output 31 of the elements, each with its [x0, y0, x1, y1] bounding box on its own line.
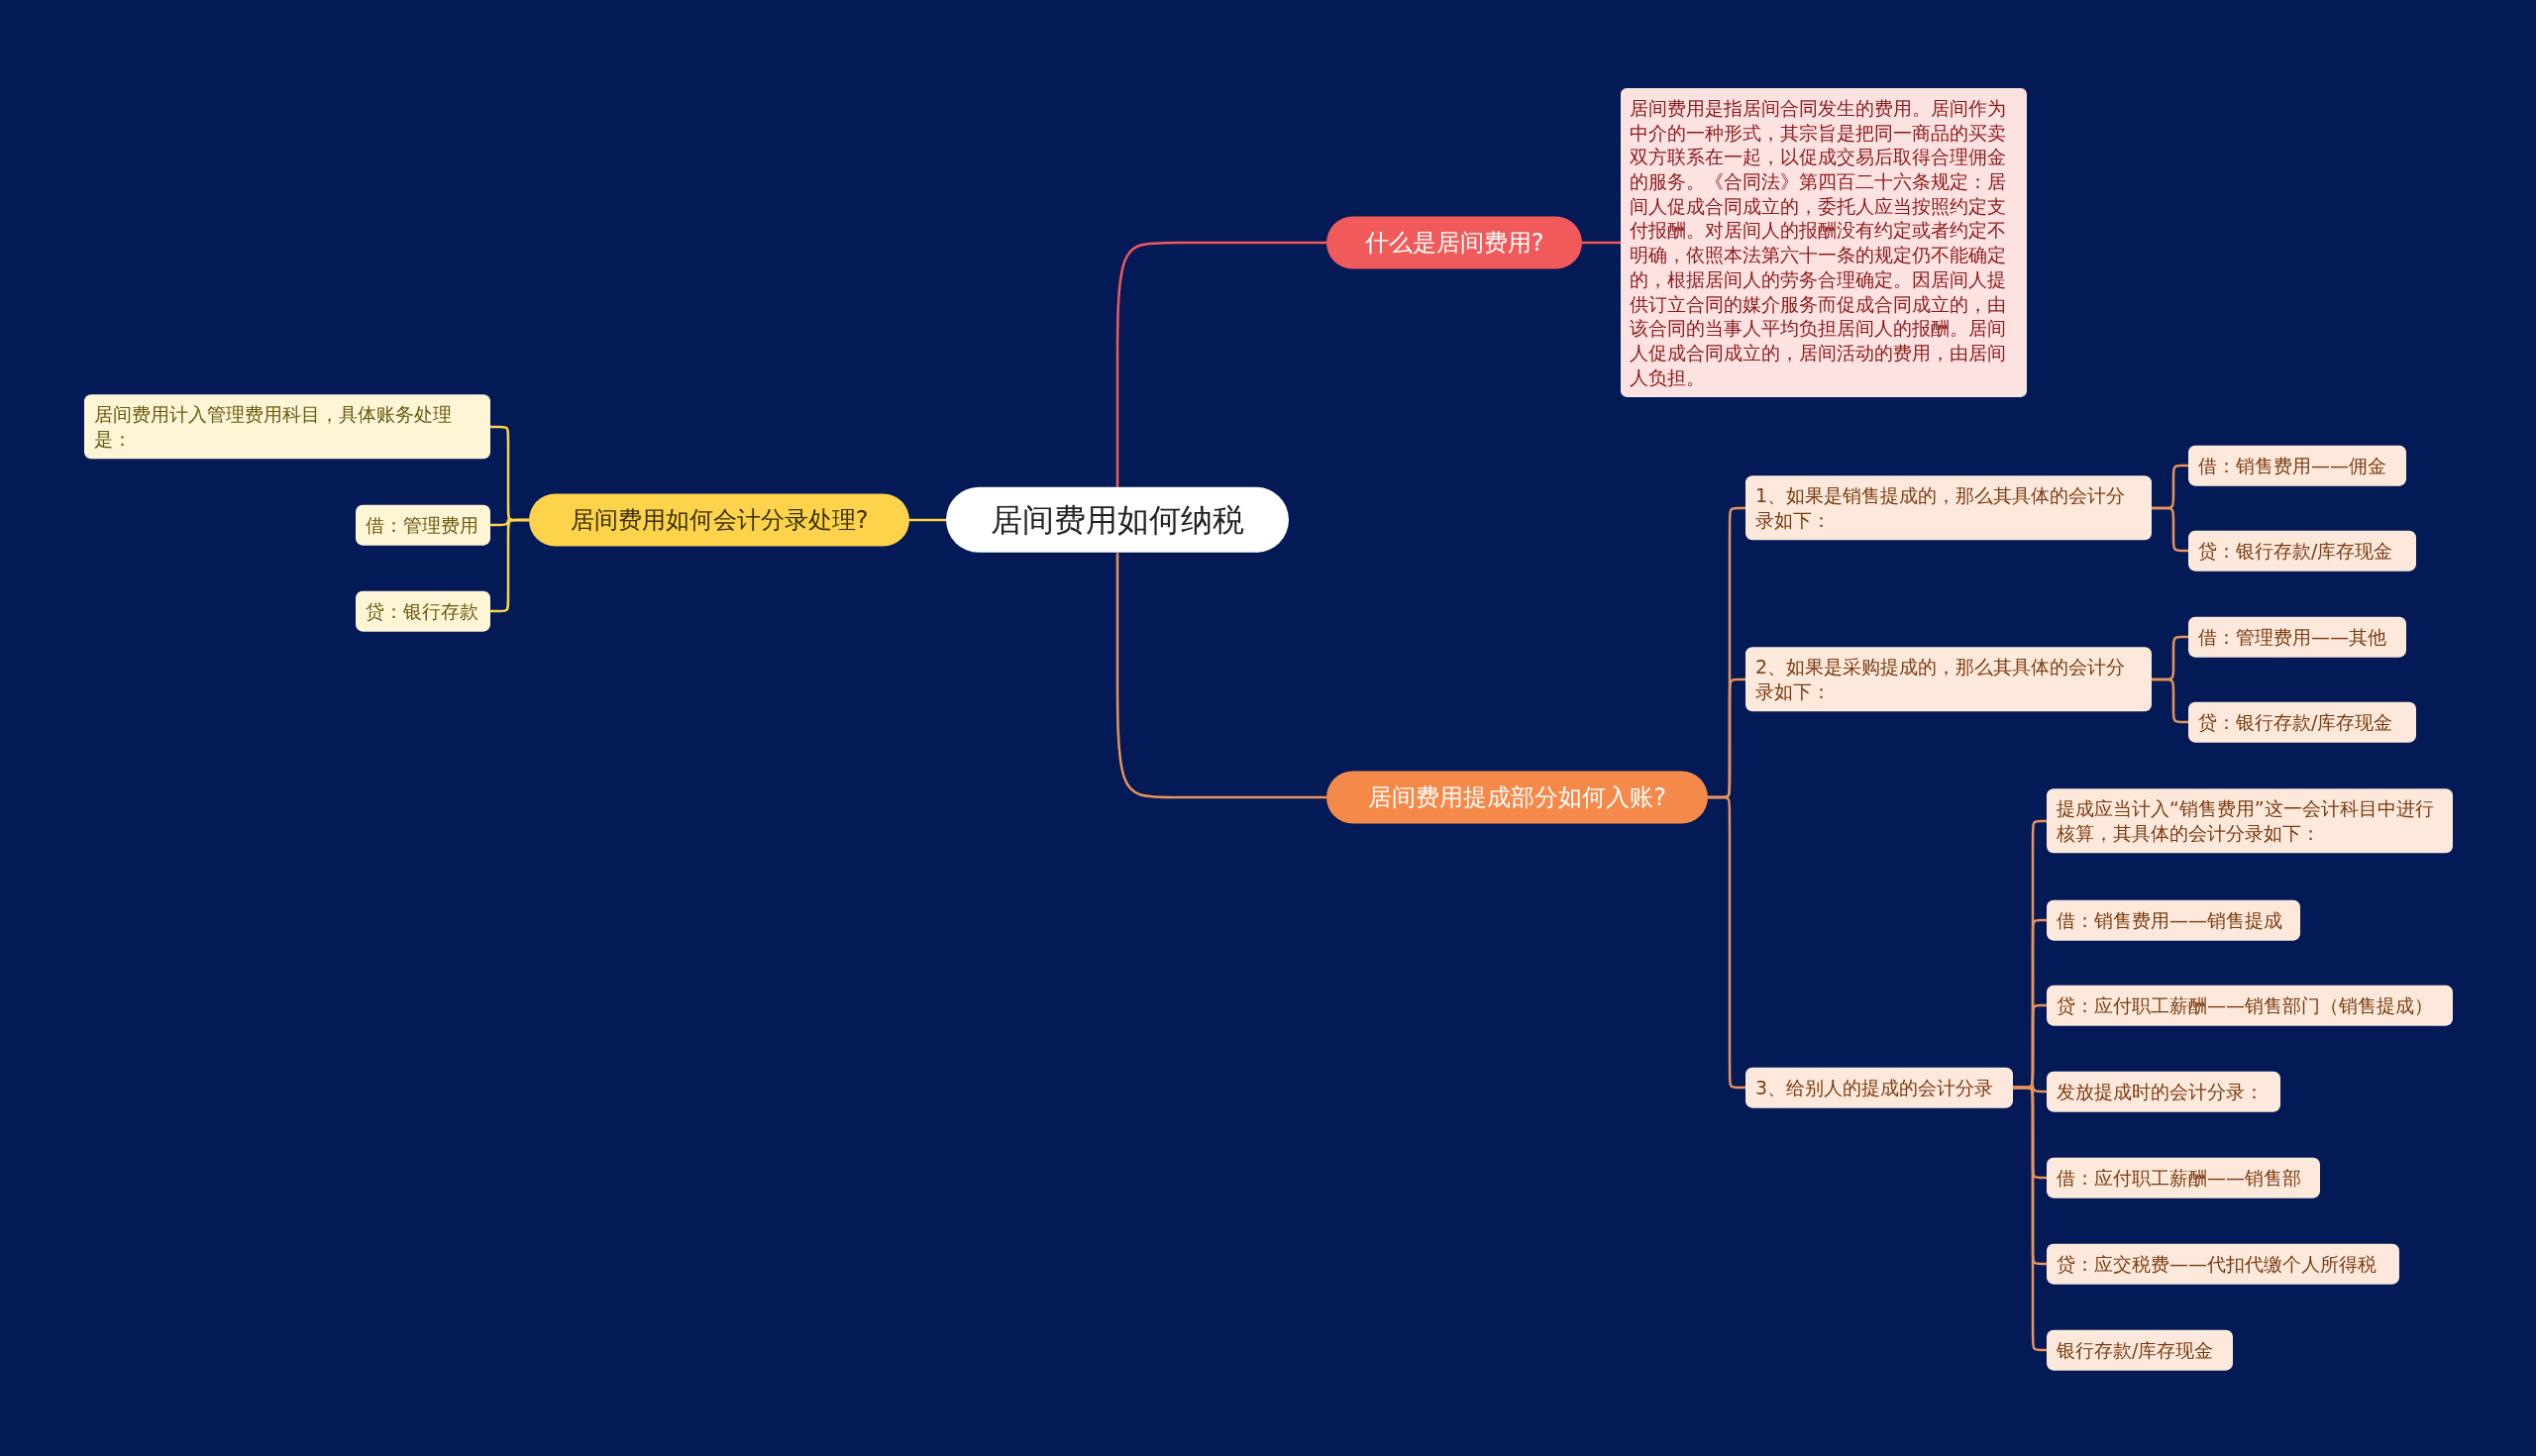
subtopic-card: 1、如果是销售提成的，那么其具体的会计分录如下：	[1745, 475, 2152, 541]
connector-line	[909, 518, 946, 522]
topic-pill: 居间费用如何会计分录处理?	[529, 493, 909, 547]
topic-pill: 什么是居间费用?	[1326, 216, 1582, 269]
subtopic-card: 借：销售费用——佣金	[2188, 445, 2406, 486]
subtopic-card: 提成应当计入“销售费用”这一会计科目中进行核算，其具体的会计分录如下：	[2047, 788, 2453, 854]
subtopic-card: 借：应付职工薪酬——销售部	[2047, 1157, 2320, 1198]
subtopic-card: 贷：银行存款/库存现金	[2188, 701, 2416, 743]
subtopic-card: 贷：银行存款	[356, 590, 490, 632]
subtopic-card: 3、给别人的提成的会计分录	[1745, 1067, 2013, 1108]
connector-line	[490, 518, 529, 527]
subtopic-card: 2、如果是采购提成的，那么其具体的会计分录如下：	[1745, 647, 2152, 712]
subtopic-card: 贷：应付职工薪酬——销售部门（销售提成）	[2047, 985, 2453, 1026]
connector-line	[490, 518, 529, 613]
connector-line	[1582, 241, 1621, 245]
topic-pill: 居间费用提成部分如何入账?	[1326, 771, 1708, 824]
subtopic-card: 居间费用计入管理费用科目，具体账务处理是：	[84, 394, 490, 460]
connector-line	[2152, 506, 2189, 553]
subtopic-card: 借：管理费用——其他	[2188, 616, 2406, 658]
subtopic-card: 贷：银行存款/库存现金	[2188, 530, 2416, 572]
connector-line	[1708, 795, 1745, 1090]
connector-line	[1115, 553, 1326, 799]
subtopic-card: 银行存款/库存现金	[2047, 1329, 2233, 1371]
subtopic-card: 贷：应交税费——代扣代缴个人所得税	[2047, 1243, 2399, 1285]
subtopic-card: 借：销售费用——销售提成	[2047, 899, 2300, 941]
note-card: 居间费用是指居间合同发生的费用。居间作为中介的一种形式，其宗旨是把同一商品的买卖双方联系在一起，以促成交易后取得合理佣金的服务。《合同法》第四百二十六条规定：居间人促成合同成立的，委托人应当按照约定支付报酬。对居间人的报酬没有约定或者约定不明确，依照本法第六十一条的规定仍不能确定的，根据居间人的劳务合理确定。因居间人提供订立合同的媒介服务而促成合同成立的，由该合同的当事人平均负担居间人的报酬。居间人促成合同成立的，居间活动的费用，由居间人负担。	[1621, 87, 2027, 398]
subtopic-card: 借：管理费用	[356, 504, 490, 546]
connector-line	[1115, 241, 1326, 487]
connector-line	[2152, 677, 2189, 724]
central-topic: 居间费用如何纳税	[946, 486, 1289, 554]
subtopic-card: 发放提成时的会计分录：	[2047, 1071, 2280, 1112]
